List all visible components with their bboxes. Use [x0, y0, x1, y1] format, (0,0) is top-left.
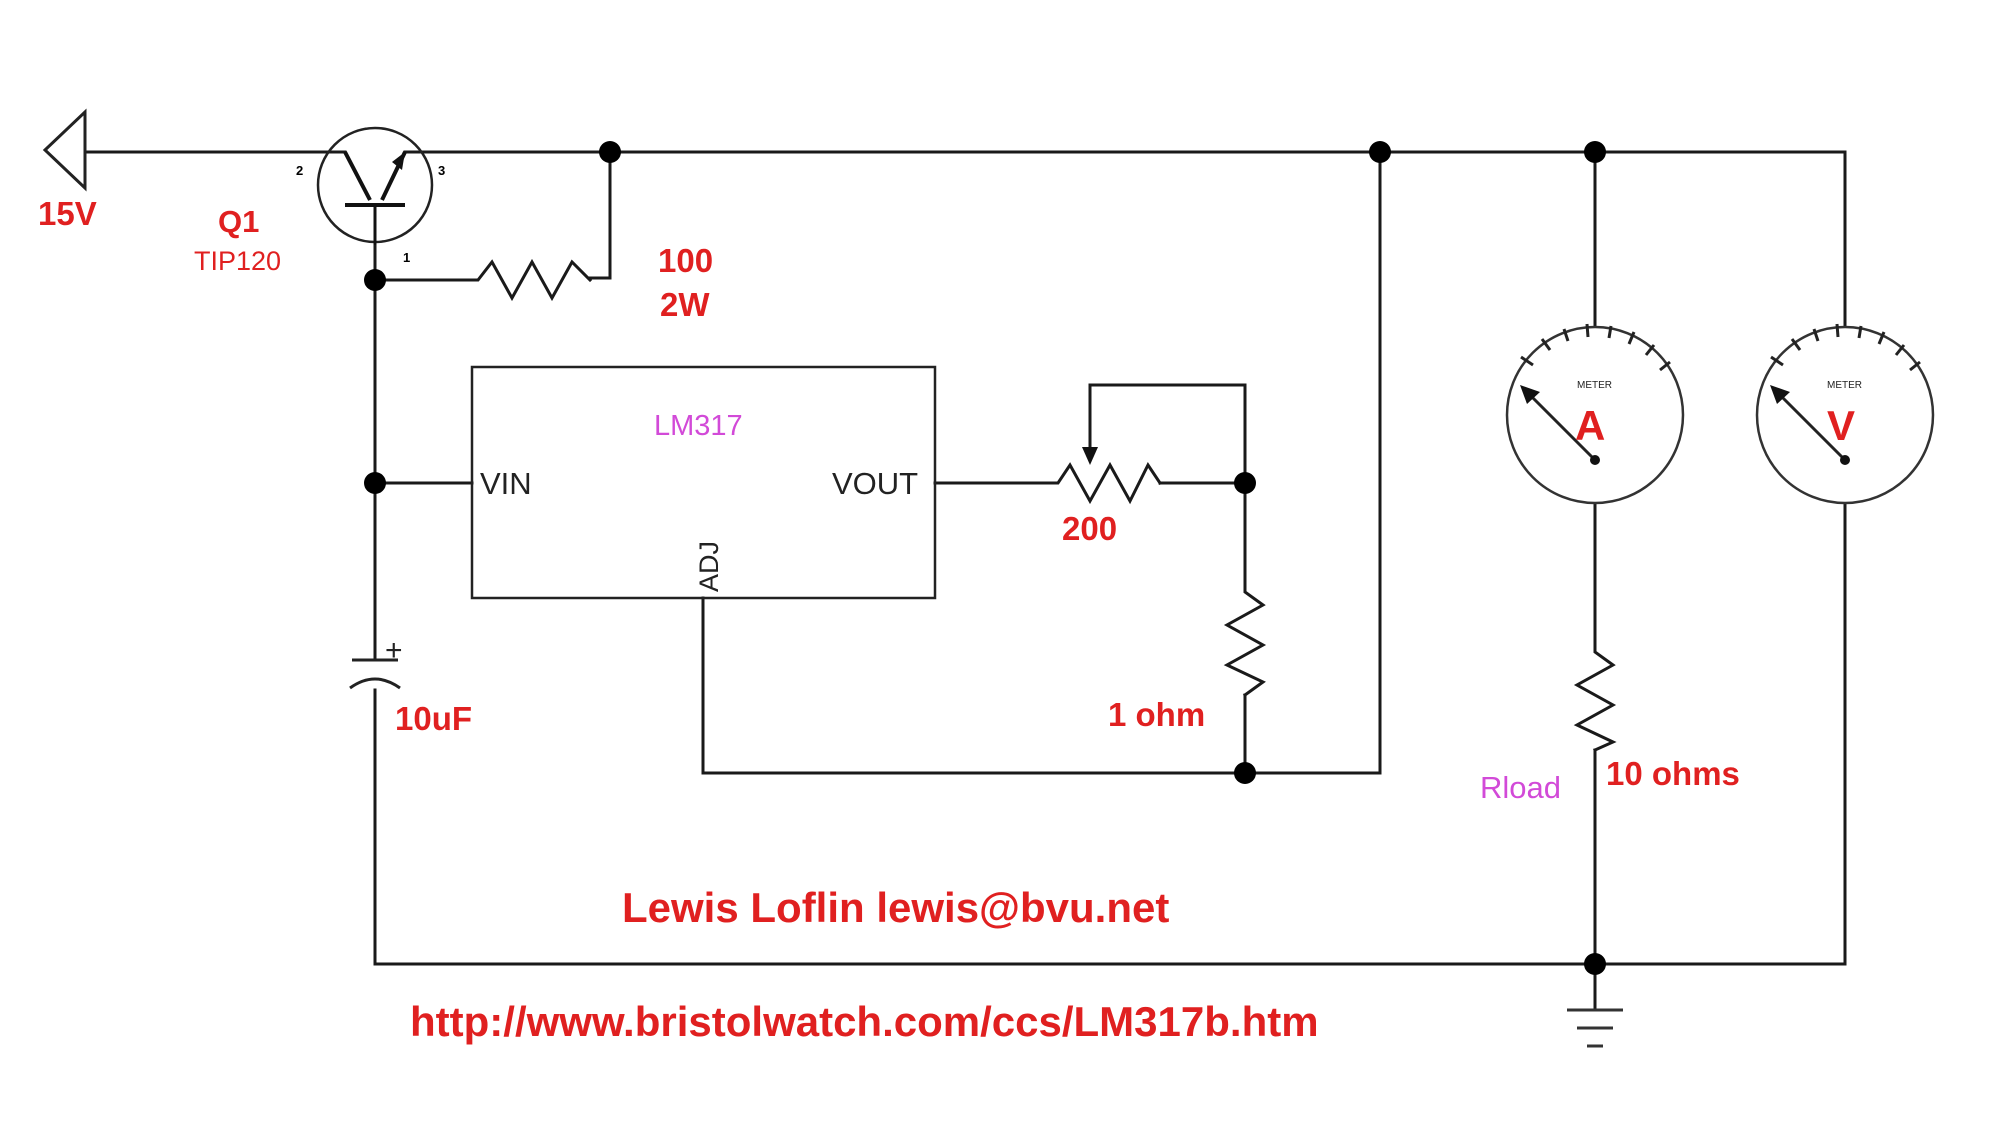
- pin-adj-label: ADJ: [694, 541, 724, 592]
- transistor-q1: 2 3 1 Q1 TIP120: [194, 126, 445, 276]
- capacitor-value: 10uF: [395, 700, 472, 737]
- pin-number: 1: [403, 250, 410, 265]
- resistor-power: 2W: [660, 286, 710, 323]
- source-url: http://www.bristolwatch.com/ccs/LM317b.h…: [410, 998, 1319, 1045]
- supply-label: 15V: [38, 195, 97, 232]
- meter-caption: METER: [1577, 380, 1612, 391]
- resistor-100: 100 2W: [463, 242, 713, 323]
- junction-dot: [364, 269, 386, 291]
- junction-dot: [599, 141, 621, 163]
- load-name: Rload: [1480, 770, 1561, 805]
- resistor-1ohm: 1 ohm: [1108, 578, 1267, 733]
- potentiometer-200: 200: [1043, 447, 1163, 547]
- sense-resistor-value: 1 ohm: [1108, 696, 1205, 733]
- capacitor-10uf: + 10uF: [349, 634, 472, 737]
- transistor-part: TIP120: [194, 246, 281, 276]
- voltmeter-letter: V: [1827, 402, 1855, 449]
- pin-vout-label: VOUT: [832, 466, 918, 501]
- junction-dot: [1584, 141, 1606, 163]
- junction-dot: [1584, 953, 1606, 975]
- junction-dot: [1234, 472, 1256, 494]
- load-value: 10 ohms: [1606, 755, 1740, 792]
- junction-dot: [1234, 762, 1256, 784]
- pin-vin-label: VIN: [480, 466, 532, 501]
- load-resistor: Rload 10 ohms: [1480, 638, 1740, 805]
- junction-dot: [364, 472, 386, 494]
- transistor-ref: Q1: [218, 204, 259, 239]
- capacitor-polarity: +: [385, 634, 403, 667]
- pot-value: 200: [1062, 510, 1117, 547]
- junction-dot: [1369, 141, 1391, 163]
- resistor-value: 100: [658, 242, 713, 279]
- junctions: [364, 141, 1606, 975]
- ammeter: METER A: [1505, 323, 1685, 505]
- pin-number: 3: [438, 163, 445, 178]
- pin-number: 2: [296, 163, 303, 178]
- voltmeter: METER V: [1755, 323, 1935, 505]
- meter-caption: METER: [1827, 380, 1862, 391]
- author-credit: Lewis Loflin lewis@bvu.net: [622, 884, 1169, 931]
- lm317-regulator: LM317 VIN VOUT ADJ: [470, 365, 937, 600]
- wires: [83, 150, 1847, 1012]
- regulator-name: LM317: [654, 410, 743, 442]
- supply-symbol: 15V: [38, 108, 97, 232]
- ground-symbol: [1567, 1008, 1623, 1048]
- ammeter-letter: A: [1575, 402, 1605, 449]
